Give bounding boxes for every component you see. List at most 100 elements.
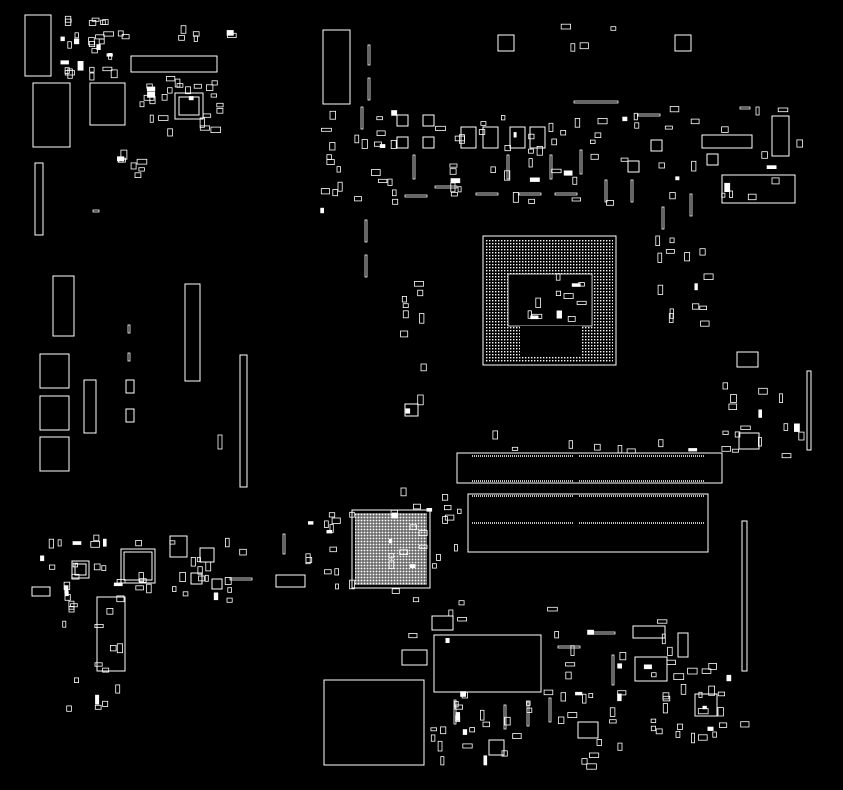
smd-component <box>193 83 202 89</box>
smd-component <box>436 554 441 561</box>
smd-component <box>110 645 117 652</box>
chip-top-middle-2 <box>422 114 435 127</box>
smd-component <box>779 393 783 403</box>
smd-component <box>549 154 553 180</box>
smd-component <box>556 310 562 319</box>
smd-component <box>392 198 399 205</box>
smd-component <box>332 189 338 197</box>
smd-component <box>367 77 371 101</box>
smd-component <box>691 732 695 744</box>
chip-bottom-left-mid-4 <box>190 572 203 585</box>
smd-component <box>657 284 664 295</box>
smd-component <box>777 107 789 113</box>
smd-component <box>771 177 780 185</box>
smd-component <box>680 684 687 695</box>
smd-component <box>617 663 622 669</box>
smd-component <box>404 194 428 198</box>
smd-component <box>726 674 732 682</box>
part-left-b <box>125 408 135 423</box>
smd-component <box>402 303 409 309</box>
smd-component <box>72 562 78 568</box>
smd-component <box>100 19 106 26</box>
smd-component <box>475 192 499 196</box>
connector-left-mid <box>52 275 75 337</box>
smd-component <box>430 727 437 732</box>
small-components <box>40 15 805 770</box>
cpu-socket <box>482 235 617 366</box>
connector-left-long <box>184 283 201 382</box>
smd-component <box>712 731 717 738</box>
smd-component <box>504 144 511 152</box>
smd-component <box>528 148 534 154</box>
smd-component <box>136 158 148 165</box>
smd-component <box>675 176 680 181</box>
smd-component <box>60 60 69 65</box>
smd-component <box>455 712 460 721</box>
smd-component <box>199 125 210 131</box>
smd-component <box>669 237 675 244</box>
smd-component <box>118 157 126 163</box>
smd-component <box>560 692 566 702</box>
smd-component <box>783 423 789 431</box>
smd-component <box>320 188 330 195</box>
smd-component <box>469 727 476 733</box>
chip-top-middle-6 <box>482 126 499 149</box>
smd-component <box>506 154 510 180</box>
smd-component <box>661 633 666 645</box>
smd-component <box>379 144 386 148</box>
smd-component <box>305 557 313 563</box>
smd-component <box>547 606 558 612</box>
chip-bottom-middle-2 <box>431 615 454 631</box>
connector-left-vertical <box>34 162 44 236</box>
smd-component <box>390 139 397 149</box>
smd-component <box>378 178 388 184</box>
smd-component <box>460 691 466 697</box>
smd-component <box>320 127 332 132</box>
smd-component <box>449 163 458 168</box>
smd-component <box>454 701 459 708</box>
smd-component <box>418 544 428 549</box>
smd-component <box>442 516 448 524</box>
smd-component <box>606 199 614 206</box>
smd-component <box>755 106 760 116</box>
smd-component <box>216 102 224 108</box>
smd-component <box>443 504 452 511</box>
smd-component <box>102 667 110 673</box>
smd-component <box>64 591 69 597</box>
smd-component <box>511 446 519 451</box>
connector-top-left <box>24 14 52 77</box>
smd-component <box>239 548 247 556</box>
smd-component <box>169 540 176 545</box>
smd-component <box>658 439 664 448</box>
smd-component <box>444 514 455 521</box>
smd-component <box>758 387 768 395</box>
smd-component <box>205 561 212 572</box>
smd-component <box>193 35 198 42</box>
smd-component <box>729 190 733 198</box>
smd-component <box>95 694 100 705</box>
smd-component <box>543 689 554 696</box>
smd-component <box>96 44 101 50</box>
chip-top-middle-11 <box>706 153 719 166</box>
smd-component <box>722 382 728 390</box>
smd-component <box>739 106 751 110</box>
smd-component <box>408 633 418 639</box>
smd-component <box>326 530 333 534</box>
chip-top-middle-7 <box>509 126 526 149</box>
smd-component <box>657 252 663 263</box>
smd-component <box>48 538 55 549</box>
smd-component <box>354 196 362 202</box>
smd-component <box>794 423 800 432</box>
smd-component <box>68 600 75 610</box>
smd-component <box>450 178 461 184</box>
smd-component <box>560 130 567 136</box>
smd-component <box>526 701 530 727</box>
smd-component <box>609 719 617 724</box>
smd-component <box>40 555 45 562</box>
smd-component <box>113 582 123 587</box>
smd-component <box>110 69 118 79</box>
smd-component <box>190 557 196 567</box>
smd-component <box>147 91 156 98</box>
smd-component <box>388 560 395 570</box>
smd-component <box>202 113 212 118</box>
